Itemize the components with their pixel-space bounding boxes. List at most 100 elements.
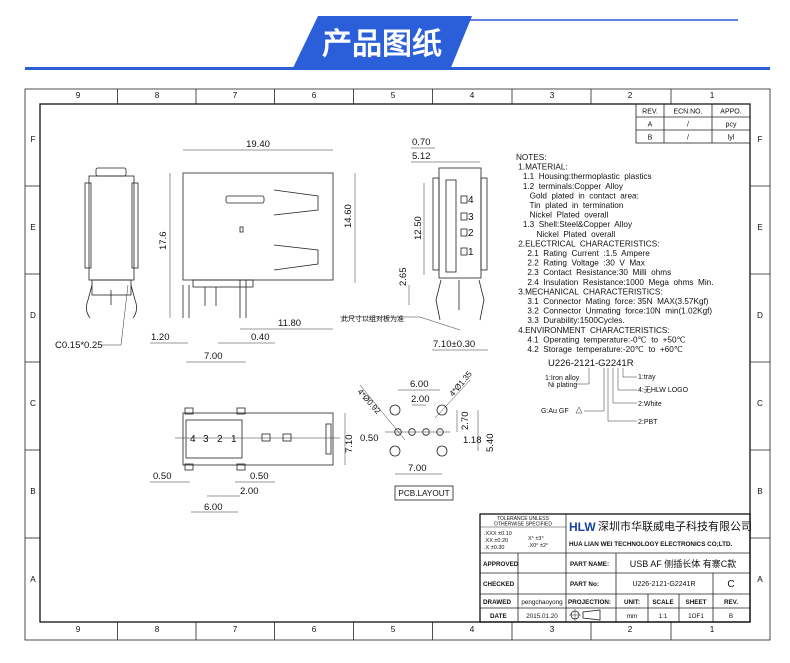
- rev-label: REV.: [724, 599, 738, 606]
- ecn-cell: /: [687, 135, 689, 142]
- dim-height: 17.6: [158, 232, 169, 251]
- sheet-value: 1OF1: [688, 613, 704, 620]
- note-line: NOTES:: [516, 153, 546, 162]
- note-line: 4.1 Operating temperature:-0℃ to +50℃: [516, 335, 686, 344]
- callout-logo: 4:无HLW LOGO: [638, 386, 689, 394]
- dim-pin-span: 6.00: [204, 502, 223, 513]
- pin-label: 1: [468, 247, 474, 258]
- pin-label: 2: [468, 228, 474, 239]
- grid-row-label: F: [30, 135, 35, 144]
- callout-au: G:Au GF: [541, 408, 569, 415]
- dim-leg-span: 7.10±0.30: [433, 339, 475, 350]
- drawed-value: pengchaoyong: [521, 599, 563, 606]
- pin-label: 3: [468, 212, 474, 223]
- rev-cell: B: [648, 135, 653, 142]
- grid-column-label: 9: [76, 91, 81, 100]
- note-line: 1.MATERIAL:: [516, 163, 568, 172]
- grid-column-label: 7: [233, 625, 238, 634]
- dim-pin-span: 7.00: [204, 351, 223, 362]
- note-line: 2.4 Insulation Resistance:1000 Mega ohms…: [516, 278, 714, 287]
- sheet-label: SHEET: [686, 599, 707, 606]
- grid-column-label: 8: [155, 91, 160, 100]
- note-line: 2.2 Rating Voltage :30 V Max: [516, 259, 645, 268]
- board-note: 此尺寸以组对板为准: [341, 314, 404, 323]
- dim-pcb-row: 2.70: [460, 412, 471, 431]
- grid-row-label: B: [757, 487, 763, 496]
- unit-label: UNIT:: [624, 599, 640, 606]
- pin-label: 2: [217, 434, 223, 445]
- dim-front-offset: 11.80: [278, 318, 301, 329]
- grid-column-label: 7: [233, 91, 238, 100]
- dim-body-width: 7.10: [344, 435, 355, 454]
- note-line: Nickel Plated overall: [516, 230, 615, 239]
- grid-column-label: 2: [628, 625, 633, 634]
- grid-row-label: A: [757, 575, 763, 584]
- pin-label: 3: [203, 434, 209, 445]
- callout-pbt: 2:PBT: [638, 419, 658, 426]
- dim-pin-width: 0.50: [153, 471, 172, 482]
- unit-value: mm: [627, 613, 638, 620]
- grid-row-label: D: [30, 311, 36, 320]
- note-line: 3.2 Connector Unmating force:10N min(1.0…: [516, 307, 712, 316]
- front-view: 4 3 2 1 0.70 5.12 12.50 2.65 此尺寸以组对板为准 7…: [340, 137, 488, 351]
- date-value: 2015.01.20: [526, 613, 558, 620]
- grid-row-label: C: [757, 399, 763, 408]
- part-no-label: PART No:: [570, 581, 599, 588]
- note-line: Nickel Plated overall: [516, 211, 609, 220]
- grid-column-label: 9: [76, 625, 81, 634]
- dim-hole-large: 4*Ø1.35: [448, 369, 474, 398]
- dim-pcb-gap: 1.18: [463, 435, 482, 446]
- scale-value: 1:1: [659, 613, 668, 620]
- scale-label: SCALE: [652, 599, 673, 606]
- grid-column-label: 8: [155, 625, 160, 634]
- header-banner: 产品图纸: [25, 16, 770, 70]
- rev-value: B: [729, 613, 733, 620]
- callout-ni-plating: Ni plating: [548, 382, 577, 389]
- dim-width: 5.12: [412, 151, 431, 162]
- part-code-callouts: U226-2121-G2241R 1:Iron alloy Ni plating…: [541, 358, 689, 426]
- note-line: 2.ELECTRICAL CHARACTERISTICS:: [516, 239, 659, 248]
- projection-label: PROJECTION:: [568, 599, 611, 606]
- dim-pcb-pitch: 2.00: [411, 394, 430, 405]
- appo-header: APPO.: [720, 109, 741, 116]
- checked-label: CHECKED: [483, 581, 515, 588]
- tolerance-value: .XX ±0.20: [484, 538, 508, 544]
- callout-white: 2:White: [638, 401, 662, 408]
- tolerance-value: X° ±3°: [528, 536, 544, 542]
- dim-standoff: 2.65: [398, 268, 409, 287]
- bottom-view: 4 3 2 1 7.10 0.50 0.50 2.00 6.00: [150, 407, 355, 513]
- note-line: 1.3 Shell:Steel&Copper Alloy: [516, 220, 633, 229]
- company-logo: HLW: [569, 520, 596, 534]
- dim-pin-width: 0.50: [250, 471, 269, 482]
- tolerance-title: OTHERWISE SPECIFIED: [494, 522, 552, 528]
- dim-pin-pitch: 2.00: [240, 486, 259, 497]
- grid-row-label: C: [30, 399, 36, 408]
- dim-chamfer: C0.15*0.25: [55, 340, 103, 351]
- dim-hole-small: 4*Ø0.92: [356, 387, 383, 416]
- grid-column-label: 3: [550, 91, 555, 100]
- grid-row-label: E: [757, 223, 763, 232]
- warning-triangle-icon: [575, 406, 583, 414]
- grid-column-label: 3: [550, 625, 555, 634]
- part-no-value: U226-2121-G2241R: [632, 581, 695, 588]
- approved-label: APPROVED: [483, 561, 519, 568]
- note-line: Gold plated in contact area:: [516, 191, 639, 200]
- pin-label: 4: [190, 434, 196, 445]
- appo-cell: lyl: [728, 135, 735, 142]
- part-code: U226-2121-G2241R: [548, 358, 634, 369]
- grid-column-label: 4: [470, 625, 475, 634]
- dim-pin-width: 1.20: [151, 332, 170, 343]
- pin-label: 4: [468, 195, 474, 206]
- pcb-layout-label: PCB.LAYOUT: [398, 489, 449, 498]
- notes-block: NOTES: 1.MATERIAL: 1.1 Housing:thermopla…: [516, 153, 714, 354]
- date-label: DATE: [490, 613, 507, 620]
- note-line: 2.1 Rating Current :1.5 Ampere: [516, 249, 650, 258]
- header-title: 产品图纸: [322, 28, 442, 61]
- side-view: 19.40 17.6 14.60 11.80 1.20 0.40 7.00: [150, 139, 356, 363]
- grid-column-label: 1: [710, 625, 715, 634]
- note-line: 3.MECHANICAL CHARACTERISTICS:: [516, 287, 663, 296]
- ecn-header: ECN.NO.: [673, 109, 702, 116]
- dim-offset: 0.70: [412, 137, 431, 148]
